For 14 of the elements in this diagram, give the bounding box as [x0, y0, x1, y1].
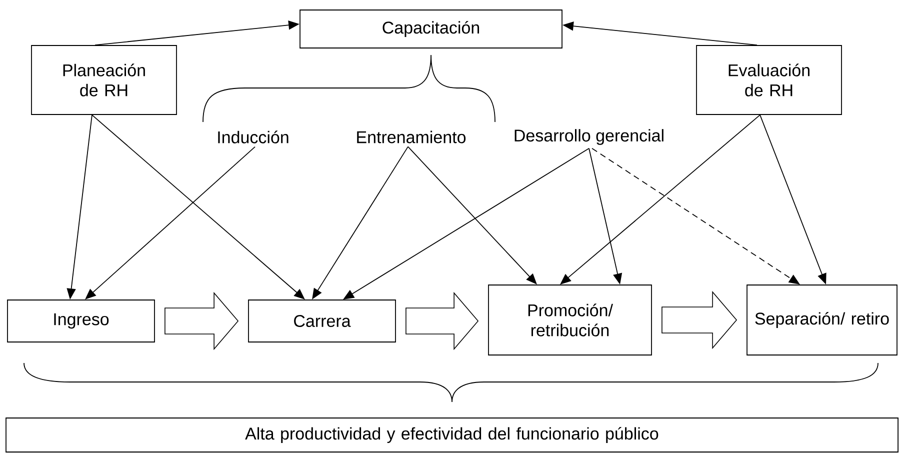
- stage-label: Desarrollo gerencial: [514, 129, 664, 145]
- block-arrow: [164, 292, 239, 350]
- process-box: Separación/ retiro: [746, 284, 898, 356]
- process-box: Capacitación: [300, 10, 562, 48]
- block-arrow: [406, 292, 479, 350]
- stage-label: Entrenamiento: [357, 130, 466, 144]
- process-box: Promoción/ retribución: [488, 284, 652, 356]
- process-box: Carrera: [248, 300, 396, 342]
- process-box: Evaluación de RH: [696, 45, 842, 115]
- outcome-box: Alta productividad y efectividad del funcionario público: [6, 418, 898, 452]
- process-box: Planeación de RH: [31, 45, 177, 115]
- block-arrow: [662, 290, 738, 350]
- process-box: Ingreso: [7, 300, 155, 342]
- stage-label: Inducción: [218, 130, 288, 144]
